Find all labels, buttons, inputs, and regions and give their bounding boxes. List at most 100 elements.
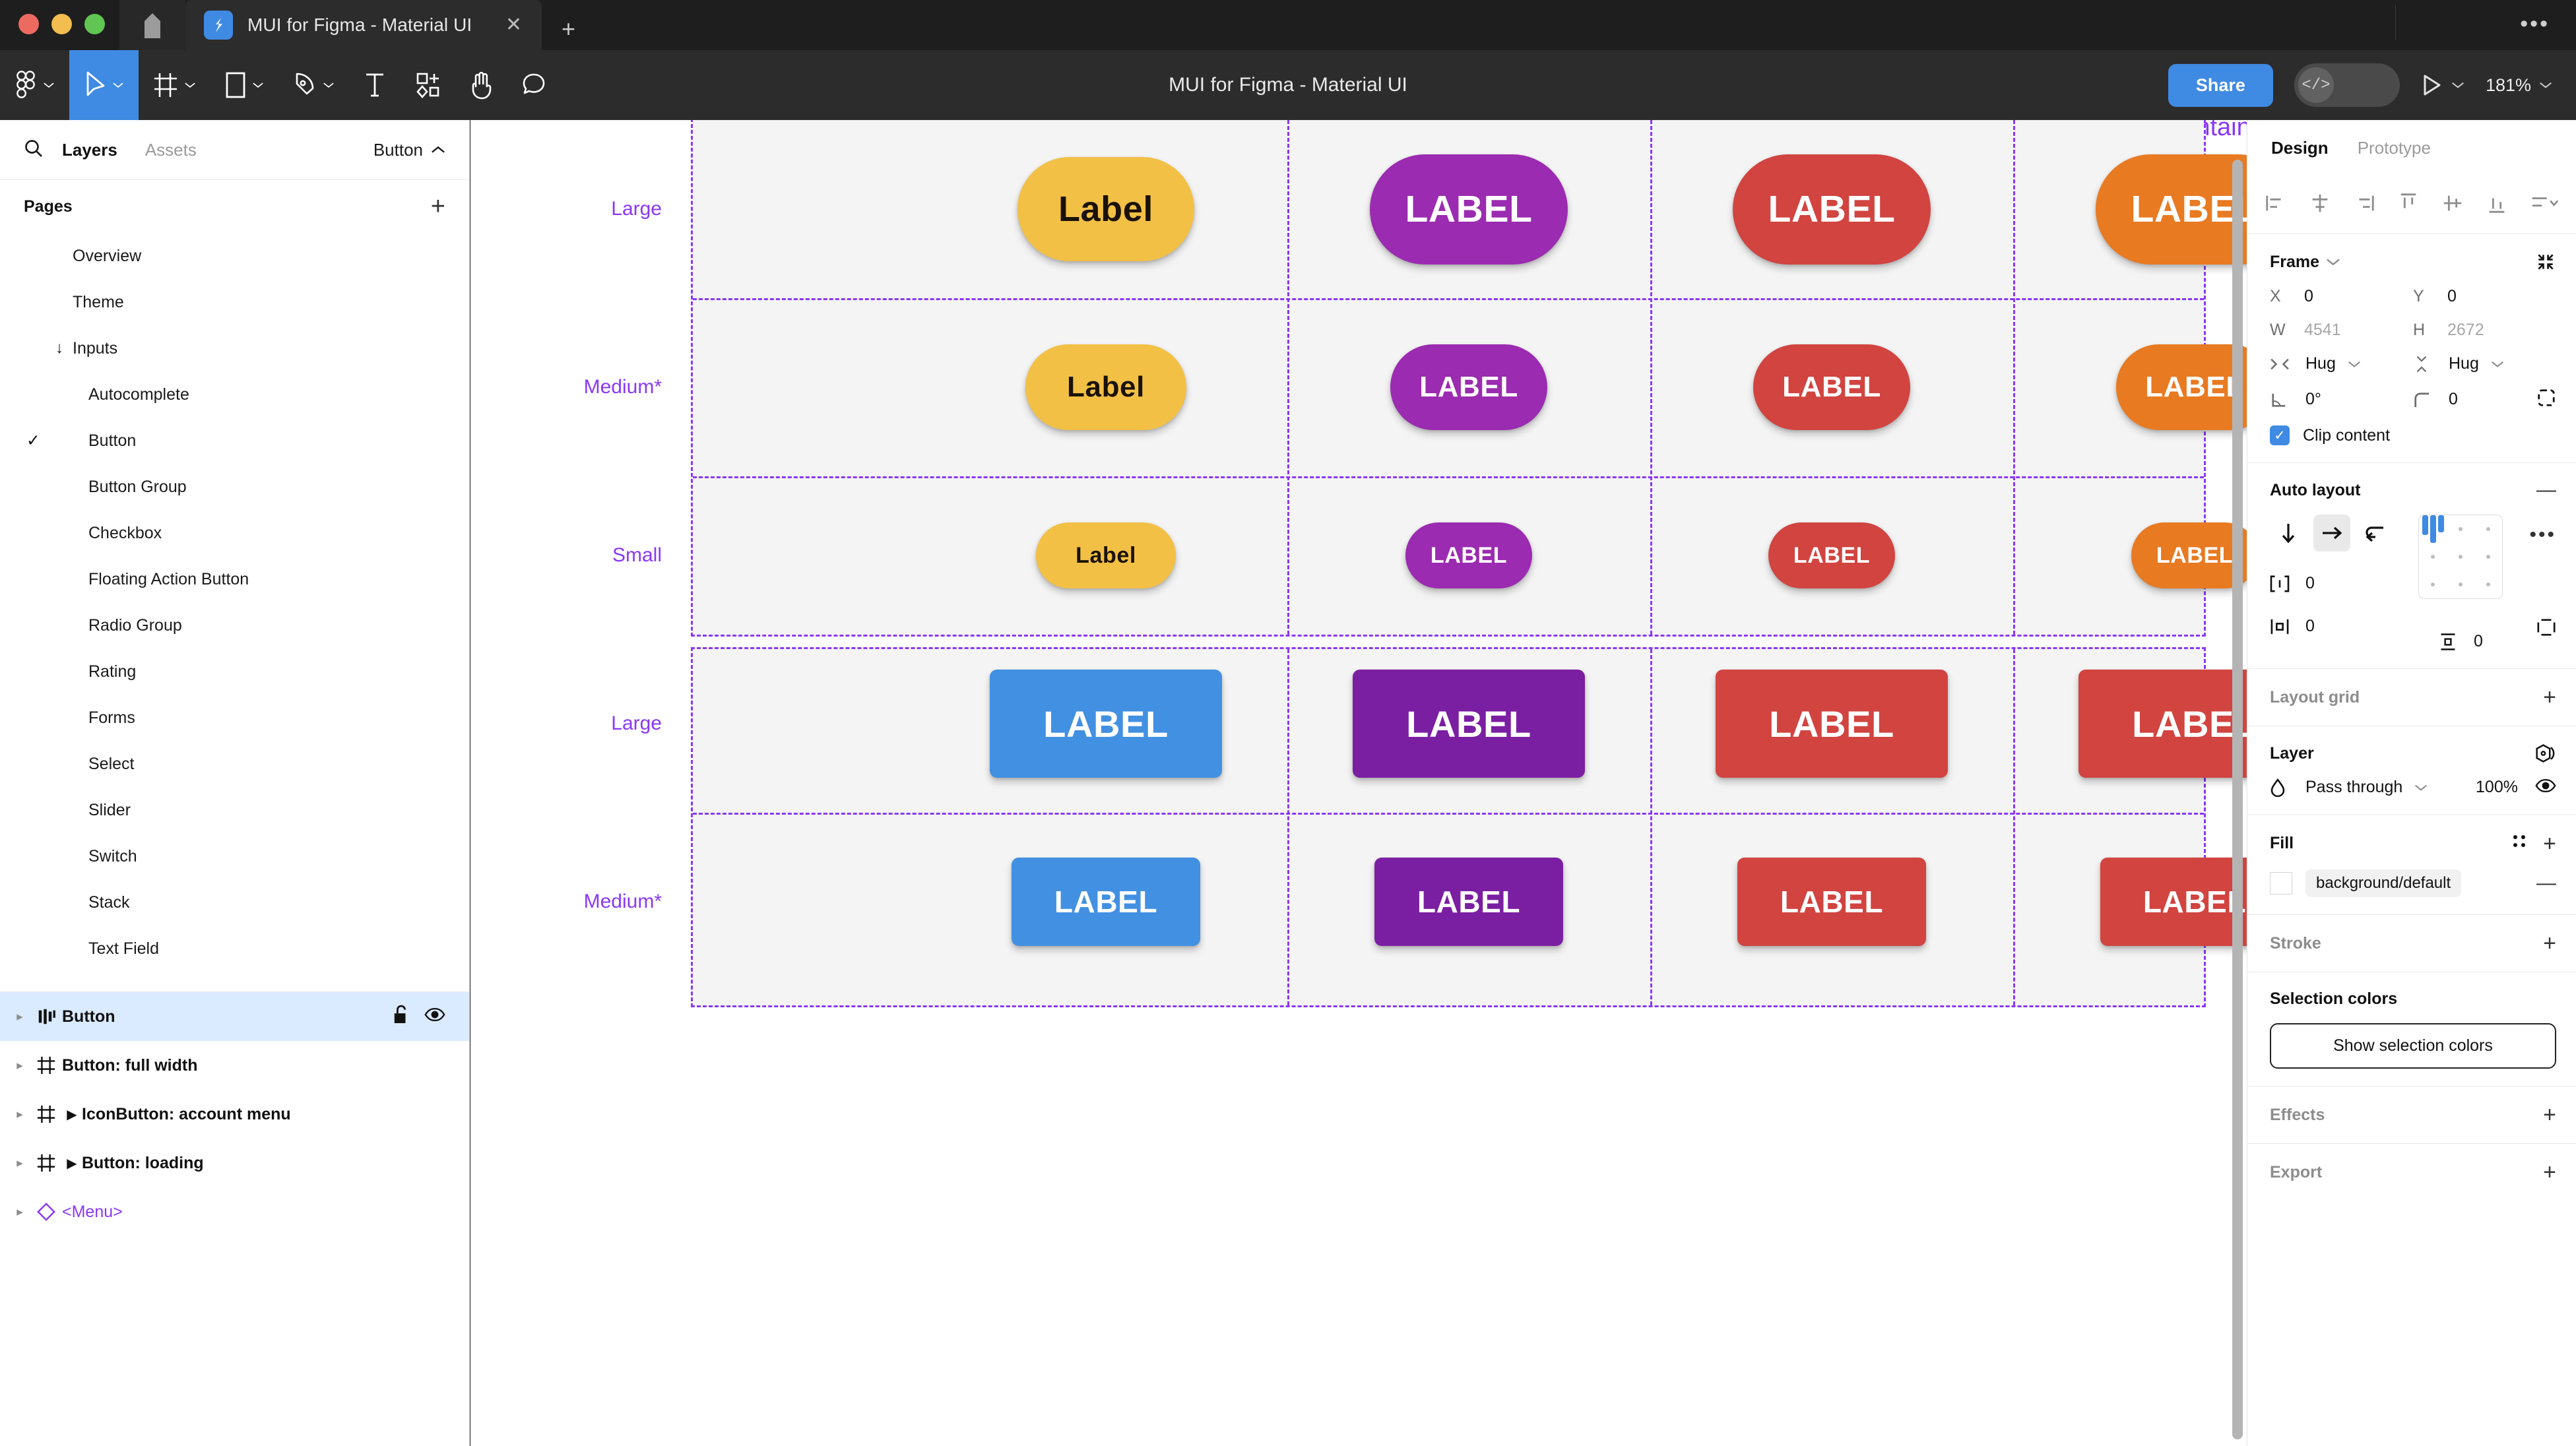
layer-row[interactable]: ▸<Menu> (0, 1187, 469, 1236)
page-item-forms[interactable]: Forms (0, 695, 469, 741)
page-item-radio-group[interactable]: Radio Group (0, 602, 469, 648)
frame-hug-horizontal-field[interactable]: Hug (2270, 354, 2413, 373)
add-effect-button[interactable]: + (2543, 1102, 2556, 1127)
page-item-button-group[interactable]: Button Group (0, 464, 469, 510)
page-item-overview[interactable]: Overview (0, 233, 469, 279)
tab-layers[interactable]: Layers (62, 139, 117, 160)
zoom-level-control[interactable]: 181% (2486, 75, 2552, 96)
frame-corner-radius-field[interactable]: 0 (2413, 388, 2556, 411)
row-header-large[interactable]: Large (611, 198, 662, 220)
new-tab-button[interactable]: + (562, 15, 576, 42)
layer-row[interactable]: ▸Button (0, 992, 469, 1041)
align-left-icon[interactable] (2265, 192, 2287, 218)
unlock-icon[interactable] (393, 1005, 410, 1029)
browser-more-menu-button[interactable]: ••• (2520, 11, 2550, 36)
page-item-text-field[interactable]: Text Field (0, 926, 469, 972)
frame-w-field[interactable]: W 4541 (2270, 321, 2413, 340)
row-header-medium[interactable]: Medium* (583, 376, 662, 398)
close-window-button[interactable] (18, 14, 39, 34)
frame-hug-vertical-field[interactable]: Hug (2413, 354, 2556, 373)
variant-button[interactable]: LABEL (2116, 344, 2247, 430)
maximize-window-button[interactable] (84, 14, 105, 34)
variant-button[interactable]: LABEL (2100, 858, 2247, 946)
tool-text[interactable] (349, 50, 401, 120)
variant-button[interactable]: LABEL (1768, 522, 1895, 588)
variant-button[interactable]: LABEL (1405, 522, 1532, 588)
layer-disclosure-triangle[interactable]: ▸ (16, 1156, 23, 1170)
clip-content-checkbox[interactable]: ✓ (2270, 425, 2290, 445)
align-bottom-icon[interactable] (2486, 192, 2508, 218)
auto-layout-gap-field[interactable]: 0 (2270, 574, 2411, 593)
share-button[interactable]: Share (2168, 63, 2273, 107)
auto-layout-padding-vertical-field[interactable]: 0 (2411, 632, 2510, 651)
row-header-medium[interactable]: Medium* (583, 891, 662, 912)
auto-layout-padding-horizontal-field[interactable]: 0 (2270, 617, 2411, 636)
frame-y-field[interactable]: Y 0 (2413, 287, 2556, 306)
independent-corners-icon[interactable] (2536, 388, 2556, 411)
eye-icon[interactable] (2535, 778, 2556, 796)
row-header-small[interactable]: Small (612, 544, 662, 566)
tool-comment[interactable] (507, 50, 560, 120)
page-item-inputs[interactable]: ↓Inputs (0, 325, 469, 371)
layer-row[interactable]: ▸Button: full width (0, 1041, 469, 1090)
tab-prototype[interactable]: Prototype (2357, 137, 2431, 158)
fill-color-swatch[interactable] (2270, 872, 2292, 895)
auto-layout-alignment-grid[interactable] (2418, 515, 2503, 599)
page-expand-arrow[interactable]: ↓ (55, 339, 63, 357)
individual-padding-icon[interactable] (2536, 617, 2556, 641)
browser-tab-active[interactable]: MUI for Figma - Material UI ✕ (185, 0, 542, 50)
variant-button[interactable]: Label (1017, 157, 1194, 261)
auto-layout-more-options-button[interactable]: ••• (2529, 524, 2556, 546)
close-tab-button[interactable]: ✕ (505, 14, 522, 36)
layer-styles-icon[interactable] (2535, 743, 2556, 763)
chevron-down-icon[interactable] (2326, 257, 2340, 267)
add-stroke-button[interactable]: + (2543, 931, 2556, 956)
clip-content-row[interactable]: ✓ Clip content (2270, 425, 2556, 445)
frame-rotation-field[interactable]: 0° (2270, 390, 2413, 409)
align-vertical-center-icon[interactable] (2441, 192, 2464, 218)
variant-button[interactable]: Label (1036, 522, 1176, 588)
canvas-vertical-scrollbar[interactable] (2232, 160, 2243, 1439)
home-button[interactable] (119, 0, 185, 50)
variant-button[interactable]: LABEL (1370, 154, 1568, 265)
page-item-checkbox[interactable]: Checkbox (0, 510, 469, 556)
page-item-rating[interactable]: Rating (0, 648, 469, 695)
variant-button[interactable]: LABEL (2131, 522, 2247, 588)
tool-move-cursor[interactable] (69, 50, 139, 120)
variant-button[interactable]: LABEL (1716, 670, 1948, 778)
page-item-stack[interactable]: Stack (0, 879, 469, 926)
fill-styles-icon[interactable] (2510, 832, 2528, 855)
page-item-slider[interactable]: Slider (0, 787, 469, 833)
layer-opacity-field[interactable]: 100% (2436, 778, 2556, 797)
fill-token-name[interactable]: background/default (2305, 869, 2462, 897)
page-item-button[interactable]: ✓Button (0, 418, 469, 464)
add-layout-grid-button[interactable]: + (2543, 685, 2556, 710)
remove-auto-layout-button[interactable]: — (2536, 479, 2556, 501)
add-export-button[interactable]: + (2543, 1160, 2556, 1185)
variant-button[interactable]: LABEL (1733, 154, 1931, 265)
page-item-autocomplete[interactable]: Autocomplete (0, 371, 469, 418)
variant-button[interactable]: LABEL (1012, 858, 1200, 946)
page-item-switch[interactable]: Switch (0, 833, 469, 879)
layer-disclosure-triangle[interactable]: ▸ (16, 1205, 23, 1219)
layer-disclosure-triangle[interactable]: ▸ (16, 1107, 23, 1121)
arrow-down-icon[interactable] (2270, 515, 2307, 551)
chevron-down-icon[interactable] (2491, 360, 2504, 368)
align-horizontal-center-icon[interactable] (2309, 192, 2331, 218)
present-button[interactable] (2421, 74, 2464, 96)
tool-resources[interactable] (401, 50, 455, 120)
align-right-icon[interactable] (2353, 192, 2375, 218)
align-top-icon[interactable] (2397, 192, 2420, 218)
variant-button[interactable]: LABEL (1353, 670, 1585, 778)
eye-icon[interactable] (424, 1007, 445, 1026)
chevron-down-icon[interactable] (2348, 360, 2361, 368)
row-header-large[interactable]: Large (611, 712, 662, 734)
remove-fill-button[interactable]: — (2536, 872, 2556, 894)
chevron-down-icon[interactable] (2414, 784, 2428, 792)
variant-button[interactable]: LABEL (1753, 344, 1910, 430)
resize-to-fit-icon[interactable] (2535, 251, 2556, 272)
page-item-select[interactable]: Select (0, 741, 469, 787)
tab-design[interactable]: Design (2271, 137, 2329, 158)
layer-disclosure-triangle[interactable]: ▸ (16, 1009, 23, 1024)
blend-mode-field[interactable]: Pass through (2270, 778, 2436, 797)
